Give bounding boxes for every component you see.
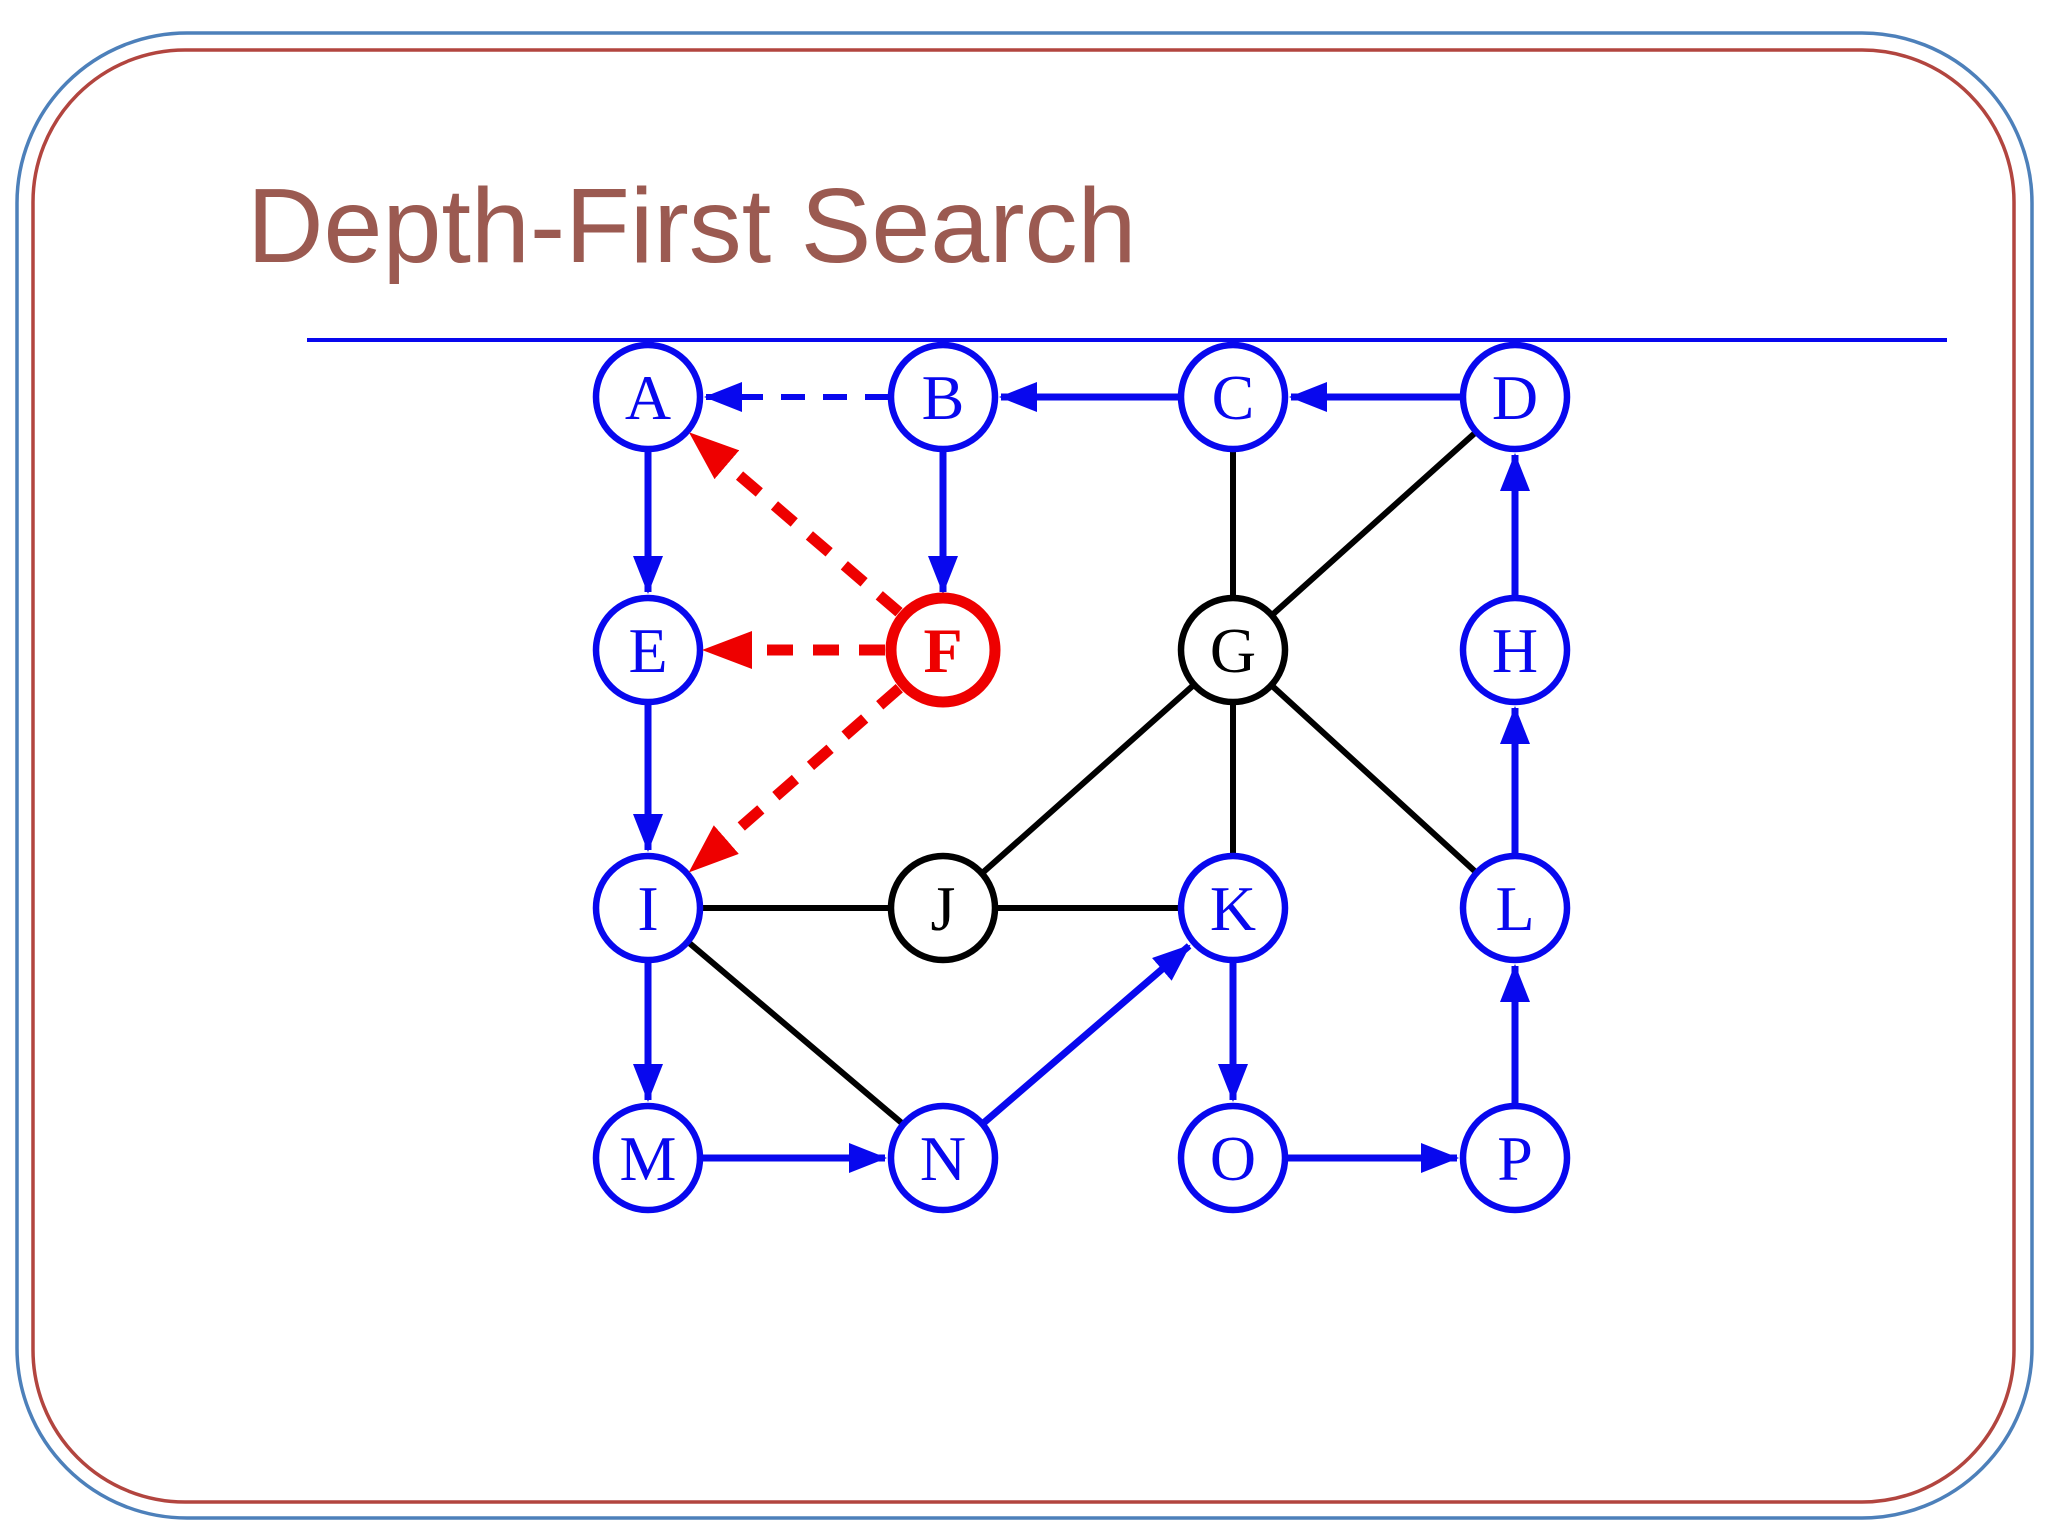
edge-G-L [1270, 684, 1478, 875]
node-circle-N [887, 1102, 999, 1214]
graph-node-M: M [592, 1102, 704, 1214]
edge-D-G [1270, 430, 1477, 617]
node-label-J: J [931, 873, 956, 944]
node-label-L: L [1495, 873, 1534, 944]
node-label-B: B [922, 362, 965, 433]
graph-node-C: C [1177, 341, 1289, 453]
graph-node-A: A [592, 341, 704, 453]
node-circle-I [592, 852, 704, 964]
node-label-N: N [920, 1123, 966, 1194]
node-label-F: F [923, 615, 962, 686]
graph-node-F: F [885, 592, 1001, 708]
graph-node-G: G [1177, 594, 1289, 706]
node-label-C: C [1212, 362, 1255, 433]
node-circle-A [592, 341, 704, 453]
graph-edges [633, 382, 1530, 1173]
node-label-G: G [1210, 615, 1256, 686]
graph-node-J: J [887, 852, 999, 964]
node-circle-E [592, 594, 704, 706]
graph-node-O: O [1177, 1102, 1289, 1214]
graph-back-edges [688, 431, 903, 873]
slide-border-outer [15, 31, 2034, 1520]
slide-border-inner [31, 48, 2016, 1504]
node-circle-J [887, 852, 999, 964]
edge-N-K [981, 943, 1192, 1126]
graph-node-L: L [1459, 852, 1571, 964]
node-label-E: E [628, 615, 667, 686]
graph-node-I: I [592, 852, 704, 964]
edge-F-A [688, 431, 903, 617]
graph-node-P: P [1459, 1102, 1571, 1214]
page-title: Depth-First Search [247, 167, 1137, 285]
graph-node-D: D [1459, 341, 1571, 453]
graph-nodes: A B C D E F G H I J K L M N O P [592, 341, 1571, 1214]
node-circle-M [592, 1102, 704, 1214]
node-label-P: P [1497, 1123, 1533, 1194]
graph-node-E: E [592, 594, 704, 706]
node-label-A: A [625, 362, 671, 433]
graph-node-K: K [1177, 852, 1289, 964]
graph-node-B: B [887, 341, 999, 453]
node-circle-K [1177, 852, 1289, 964]
graph-node-N: N [887, 1102, 999, 1214]
node-label-M: M [620, 1123, 677, 1194]
node-circle-O [1177, 1102, 1289, 1214]
node-label-D: D [1492, 362, 1538, 433]
node-circle-C [1177, 341, 1289, 453]
graph-node-H: H [1459, 594, 1571, 706]
node-label-K: K [1210, 873, 1256, 944]
node-circle-B [887, 341, 999, 453]
edge-I-N [687, 940, 905, 1126]
node-circle-H [1459, 594, 1571, 706]
edge-G-J [980, 683, 1195, 876]
node-label-H: H [1492, 615, 1538, 686]
node-circle-G [1177, 594, 1289, 706]
node-circle-D [1459, 341, 1571, 453]
edge-F-I [688, 684, 903, 873]
node-circle-F [885, 592, 1001, 708]
node-label-O: O [1210, 1123, 1256, 1194]
node-label-I: I [637, 873, 658, 944]
node-circle-L [1459, 852, 1571, 964]
node-circle-P [1459, 1102, 1571, 1214]
